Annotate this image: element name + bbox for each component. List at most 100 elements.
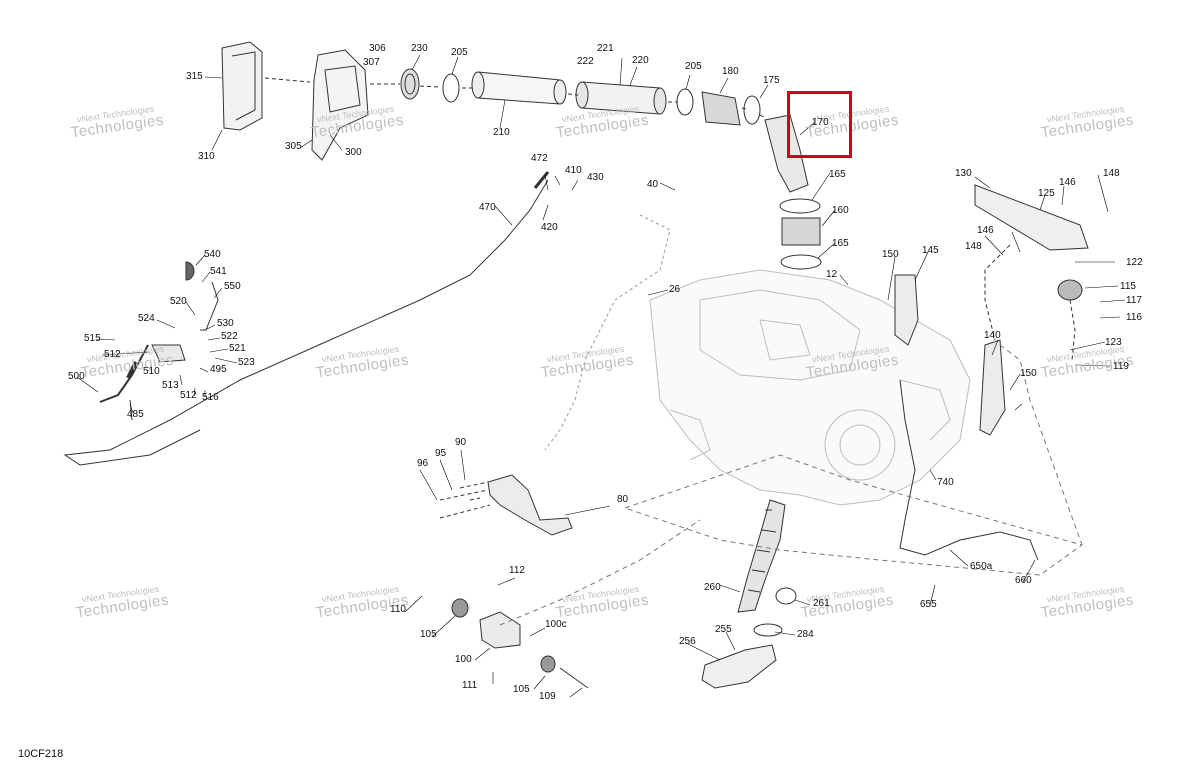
callout-150[interactable]: 150 — [882, 249, 899, 260]
callout-146b[interactable]: 146 — [977, 225, 994, 236]
callout-513[interactable]: 513 — [162, 380, 179, 391]
callout-115[interactable]: 115 — [1120, 281, 1136, 292]
callout-530[interactable]: 530 — [217, 318, 234, 329]
callout-165b[interactable]: 165 — [832, 238, 849, 249]
engine — [649, 269, 971, 506]
callout-516[interactable]: 516 — [202, 392, 219, 403]
callout-510[interactable]: 510 — [143, 366, 160, 377]
part-80 — [487, 474, 573, 536]
callout-80[interactable]: 80 — [617, 494, 629, 505]
callout-512[interactable]: 512 — [104, 349, 121, 360]
callout-410[interactable]: 410 — [565, 165, 582, 176]
callout-284[interactable]: 284 — [797, 629, 814, 640]
callout-315[interactable]: 315 — [186, 71, 203, 82]
callout-261[interactable]: 261 — [813, 598, 830, 609]
callout-307[interactable]: 307 — [363, 57, 380, 68]
callout-495[interactable]: 495 — [210, 364, 227, 375]
callout-123[interactable]: 123 — [1105, 337, 1122, 348]
callout-660[interactable]: 660 — [1015, 575, 1032, 586]
part-255 — [701, 644, 777, 689]
callout-100c[interactable]: 100c — [545, 619, 567, 630]
callout-523[interactable]: 523 — [238, 357, 255, 368]
callout-255[interactable]: 255 — [715, 624, 732, 635]
callout-500[interactable]: 500 — [68, 371, 85, 382]
callout-148[interactable]: 148 — [1103, 168, 1120, 179]
callout-170[interactable]: 170 — [812, 117, 829, 128]
callout-117[interactable]: 117 — [1126, 295, 1142, 306]
callout-470[interactable]: 470 — [479, 202, 496, 213]
callout-112[interactable]: 112 — [509, 565, 525, 576]
callout-130[interactable]: 130 — [955, 168, 972, 179]
callout-222[interactable]: 222 — [577, 56, 594, 67]
part-540 — [185, 261, 195, 281]
callout-180[interactable]: 180 — [722, 66, 739, 77]
part-100 — [479, 611, 521, 649]
callout-140[interactable]: 140 — [984, 330, 1001, 341]
callout-524[interactable]: 524 — [138, 313, 155, 324]
callout-116[interactable]: 116 — [1126, 312, 1142, 323]
callout-90[interactable]: 90 — [455, 437, 467, 448]
diagram-code: 10CF218 — [18, 748, 64, 760]
callout-541[interactable]: 541 — [210, 266, 227, 277]
callout-256[interactable]: 256 — [679, 636, 696, 647]
callout-119[interactable]: 119 — [1113, 361, 1129, 372]
callout-540[interactable]: 540 — [204, 249, 221, 260]
part-261 — [775, 587, 797, 605]
callout-175[interactable]: 175 — [763, 75, 780, 86]
part-310 — [221, 41, 263, 131]
callout-300[interactable]: 300 — [345, 147, 362, 158]
callout-230[interactable]: 230 — [411, 43, 428, 54]
callout-310[interactable]: 310 — [198, 151, 215, 162]
part-180 — [701, 91, 741, 126]
callout-515[interactable]: 515 — [84, 333, 101, 344]
callout-520[interactable]: 520 — [170, 296, 187, 307]
callout-210[interactable]: 210 — [493, 127, 510, 138]
part-205b — [676, 88, 694, 116]
callout-12[interactable]: 12 — [826, 269, 838, 280]
callout-96[interactable]: 96 — [417, 458, 429, 469]
part-115 — [1057, 279, 1083, 301]
callout-221[interactable]: 221 — [597, 43, 614, 54]
callout-40[interactable]: 40 — [647, 179, 659, 190]
part-470 — [63, 179, 549, 466]
part-105 — [451, 598, 469, 618]
callout-420[interactable]: 420 — [541, 222, 558, 233]
callout-110[interactable]: 110 — [390, 604, 406, 615]
callout-165[interactable]: 165 — [829, 169, 846, 180]
callout-105b[interactable]: 105 — [513, 684, 530, 695]
callout-95[interactable]: 95 — [435, 448, 447, 459]
callout-740[interactable]: 740 — [937, 477, 954, 488]
highlight-box — [787, 91, 852, 158]
callout-160[interactable]: 160 — [832, 205, 849, 216]
callout-305[interactable]: 305 — [285, 141, 302, 152]
callout-109[interactable]: 109 — [539, 691, 556, 702]
callout-260[interactable]: 260 — [704, 582, 721, 593]
part-205 — [442, 73, 460, 103]
part-175 — [743, 95, 761, 125]
callout-485[interactable]: 485 — [127, 409, 144, 420]
callout-306[interactable]: 306 — [369, 43, 386, 54]
callout-125[interactable]: 125 — [1038, 188, 1055, 199]
callout-550[interactable]: 550 — [224, 281, 241, 292]
callout-26[interactable]: 26 — [669, 284, 681, 295]
callout-148b[interactable]: 148 — [965, 241, 982, 252]
callout-111[interactable]: 111 — [462, 680, 478, 691]
callout-655[interactable]: 655 — [920, 599, 937, 610]
callout-472[interactable]: 472 — [531, 153, 548, 164]
callout-100[interactable]: 100 — [455, 654, 472, 665]
callout-512b[interactable]: 512 — [180, 390, 197, 401]
callout-150b[interactable]: 150 — [1020, 368, 1037, 379]
callout-430[interactable]: 430 — [587, 172, 604, 183]
callout-122[interactable]: 122 — [1126, 257, 1143, 268]
callout-105[interactable]: 105 — [420, 629, 437, 640]
callout-522[interactable]: 522 — [221, 331, 238, 342]
callout-146[interactable]: 146 — [1059, 177, 1076, 188]
callout-220[interactable]: 220 — [632, 55, 649, 66]
callout-205[interactable]: 205 — [451, 47, 468, 58]
callout-205b[interactable]: 205 — [685, 61, 702, 72]
callout-145[interactable]: 145 — [922, 245, 939, 256]
callout-521[interactable]: 521 — [229, 343, 246, 354]
callout-650a[interactable]: 650a — [970, 561, 993, 572]
part-550 — [200, 281, 219, 331]
